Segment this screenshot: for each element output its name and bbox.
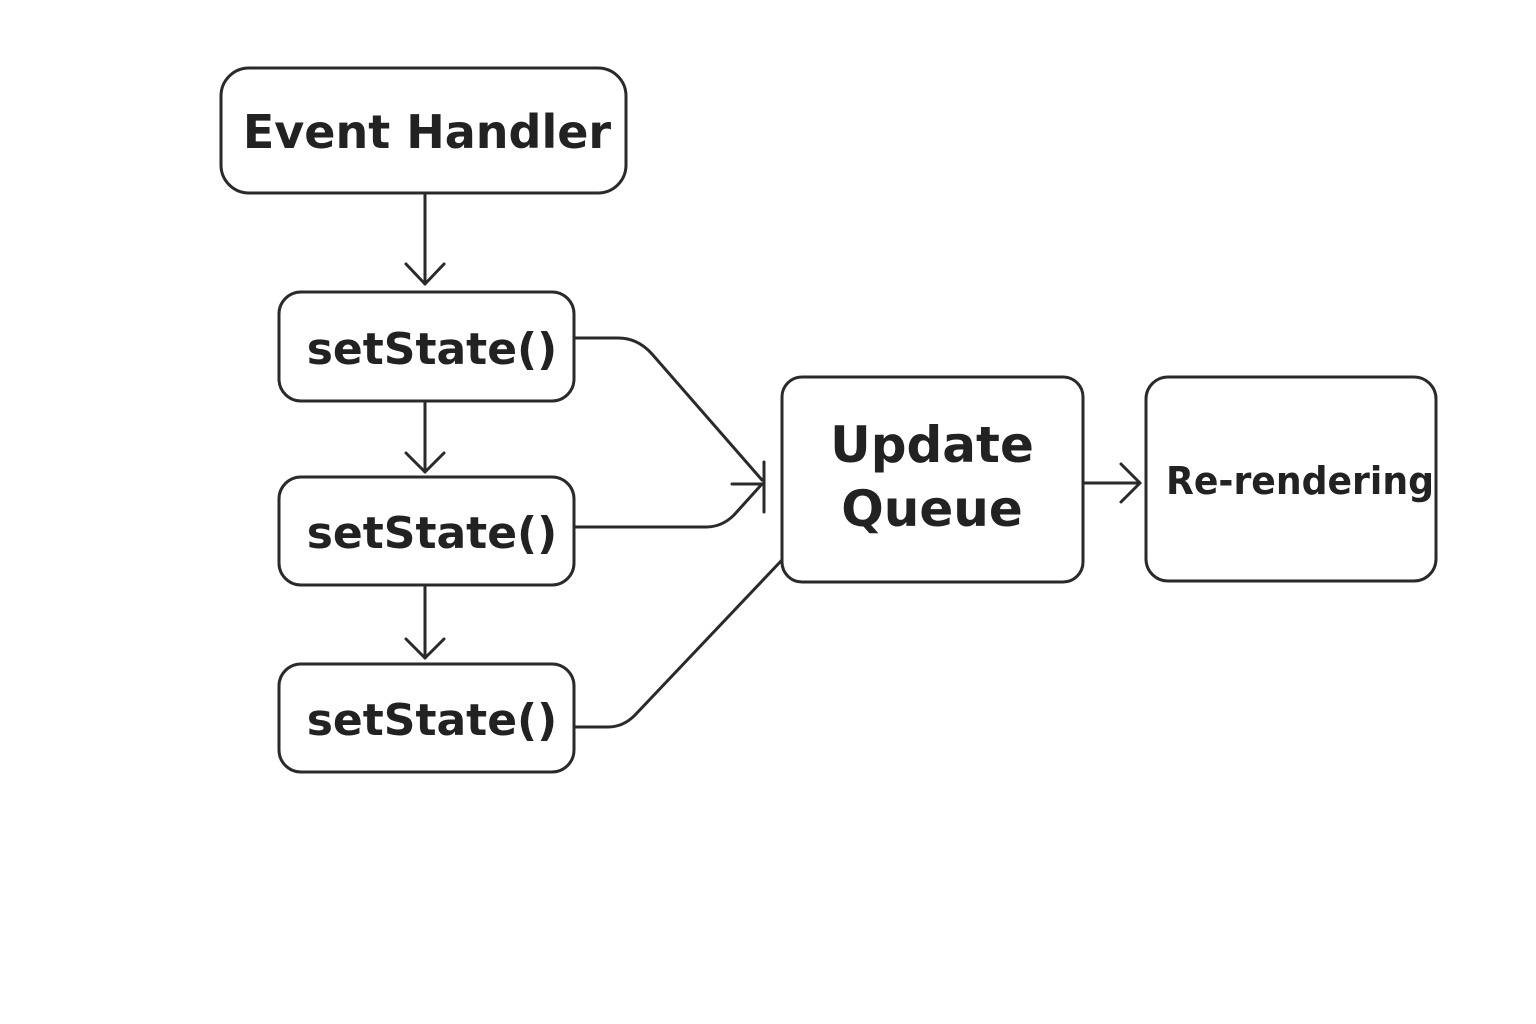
edge-set-state-1-to-update-queue — [572, 336, 764, 482]
set-state-node-3: setState() — [277, 662, 576, 774]
arrow-event-handler-to-set-state-1 — [404, 192, 446, 286]
set-state-node-2: setState() — [277, 475, 576, 587]
arrow-update-queue-to-re-rendering — [1082, 462, 1142, 504]
event-handler-node: Event Handler — [219, 66, 628, 195]
update-queue-label-line1: Update — [830, 416, 1034, 474]
set-state-label-1: setState() — [307, 324, 558, 375]
merge-arrowhead — [730, 460, 766, 514]
arrow-set-state-2-to-set-state-3 — [404, 584, 446, 660]
event-handler-label: Event Handler — [243, 105, 612, 159]
set-state-label-2: setState() — [307, 508, 558, 559]
edge-set-state-3-to-update-queue — [572, 558, 784, 729]
arrow-set-state-1-to-set-state-2 — [404, 400, 446, 474]
re-rendering-label: Re-rendering — [1166, 459, 1434, 503]
update-queue-label-line2: Queue — [841, 480, 1023, 538]
edge-set-state-2-to-update-queue — [572, 482, 764, 529]
update-queue-node: Update Queue — [780, 375, 1085, 584]
re-rendering-node: Re-rendering — [1144, 375, 1438, 583]
set-state-label-3: setState() — [307, 695, 558, 746]
set-state-node-1: setState() — [277, 290, 576, 403]
